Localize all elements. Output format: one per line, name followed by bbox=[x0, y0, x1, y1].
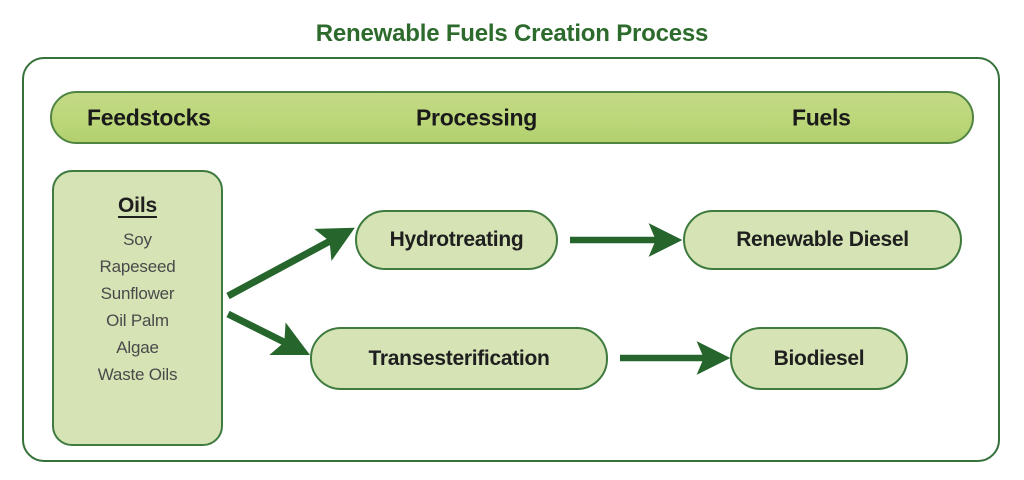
column-header-bar: Feedstocks Processing Fuels bbox=[50, 91, 974, 144]
fuel-node-renewable-diesel: Renewable Diesel bbox=[683, 210, 962, 270]
list-item: Algae bbox=[116, 338, 159, 357]
column-header-fuels: Fuels bbox=[792, 104, 851, 130]
process-node-hydrotreating: Hydrotreating bbox=[355, 210, 558, 270]
list-item: Rapeseed bbox=[99, 257, 176, 276]
list-item: Soy bbox=[123, 230, 152, 249]
page-title: Renewable Fuels Creation Process bbox=[315, 20, 709, 47]
node-label: Renewable Diesel bbox=[736, 228, 909, 251]
process-node-transesterification: Transesterification bbox=[310, 327, 608, 390]
node-label: Biodiesel bbox=[773, 346, 865, 370]
feedstock-list: Soy Rapeseed Sunflower Oil Palm Algae Wa… bbox=[54, 226, 221, 388]
list-item: Oil Palm bbox=[106, 311, 169, 330]
node-label: Hydrotreating bbox=[389, 228, 524, 251]
list-item: Waste Oils bbox=[97, 365, 178, 384]
column-header-processing: Processing bbox=[416, 104, 537, 130]
fuel-node-biodiesel: Biodiesel bbox=[730, 327, 908, 390]
list-item: Sunflower bbox=[100, 284, 175, 303]
column-header-feedstocks: Feedstocks bbox=[87, 104, 211, 130]
feedstock-heading: Oils bbox=[118, 194, 157, 217]
feedstock-oils-box: Oils Soy Rapeseed Sunflower Oil Palm Alg… bbox=[52, 170, 223, 446]
node-label: Transesterification bbox=[368, 346, 550, 370]
